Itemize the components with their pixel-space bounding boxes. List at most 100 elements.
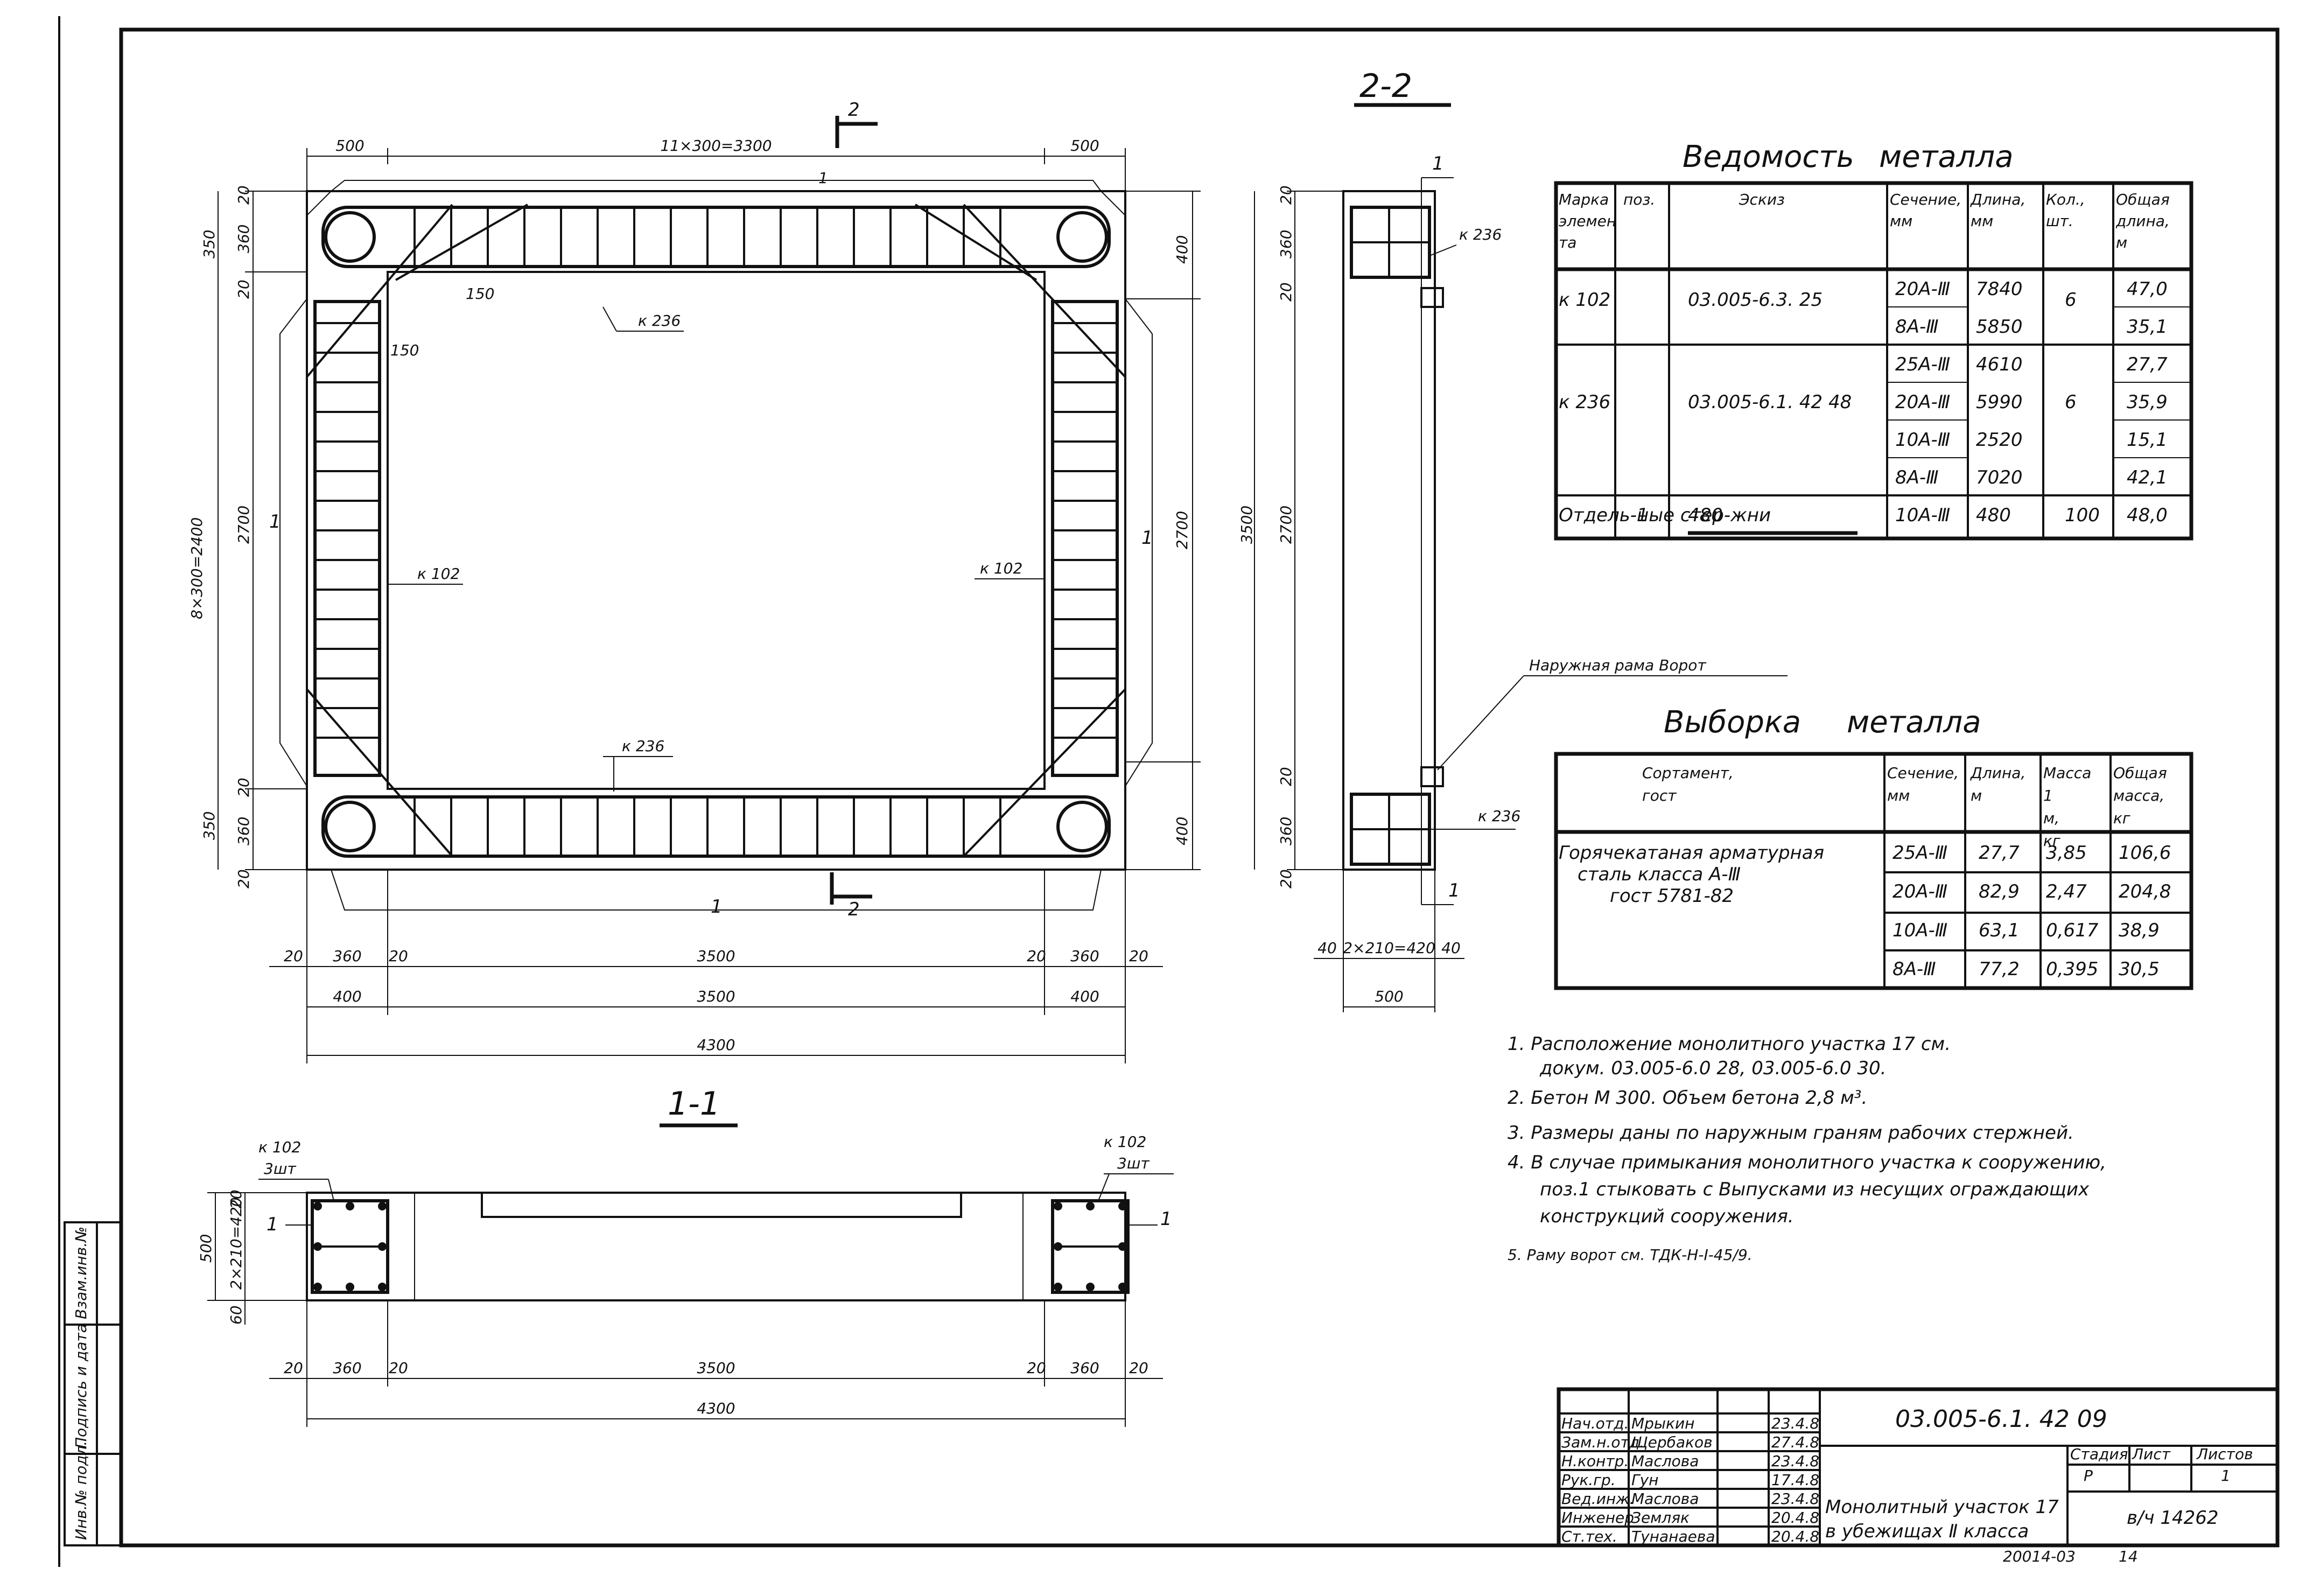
plan-dim-right-2: 400 bbox=[1173, 817, 1191, 845]
vyborka-header-4: кг bbox=[2113, 809, 2130, 827]
vedomost-header-3: Сечение, bbox=[1890, 191, 1961, 208]
vyborka-cell-1-1: 82,9 bbox=[1979, 881, 2020, 902]
plan-dim-bot-5: 360 bbox=[1070, 947, 1099, 965]
plan-dim-left-8: 350 bbox=[200, 230, 218, 258]
side-view: 20 360 20 2700 20 360 20 3500 к 236 к 23… bbox=[1238, 153, 1788, 1012]
vedomost-cell-3-2: 03.005-6.1. 42 48 bbox=[1688, 391, 1852, 413]
side-dim-7: 3500 bbox=[1238, 506, 1256, 544]
side-dim-0: 20 bbox=[1277, 185, 1295, 205]
tb-role-6: Ст.тех. bbox=[1561, 1528, 1617, 1545]
side-stamp-sign: Подпись и дата bbox=[72, 1324, 90, 1448]
note-5: поз.1 стыковать с Выпусками из несущих о… bbox=[1540, 1179, 2090, 1200]
side-dim-500: 500 bbox=[1375, 988, 1403, 1005]
tb-date-2: 23.4.8 bbox=[1771, 1452, 1819, 1470]
plan-k236-bottom: к 236 bbox=[622, 737, 664, 755]
plan-dims-bottom: 20 360 20 3500 20 360 20 400 3500 400 43… bbox=[269, 870, 1163, 1063]
plan-pos-left: 1 bbox=[269, 511, 281, 533]
vedomost-header-6: длина, bbox=[2115, 212, 2170, 230]
vedomost-header-5: Кол., bbox=[2046, 191, 2085, 208]
section-22-title: 2-2 bbox=[1359, 67, 1412, 105]
vedomost-cell-1-4: 5850 bbox=[1976, 316, 2023, 338]
section-11-title: 1-1 bbox=[668, 1085, 720, 1123]
plan-dim-left-9: 350 bbox=[200, 811, 218, 840]
vedomost-cell-6-1: 1 bbox=[1637, 505, 1649, 526]
vyborka-cell-1-0: 20А-Ⅲ bbox=[1893, 881, 1947, 902]
plan-dim-bot-3: 3500 bbox=[697, 947, 735, 965]
plan-dims-left: 20 360 20 8×300=2400 2700 20 360 20 350 … bbox=[188, 185, 307, 888]
tb-name-2: Маслова bbox=[1631, 1452, 1699, 1470]
plan-dim-top-1: 11×300=3300 bbox=[660, 137, 772, 155]
side-dim-6: 20 bbox=[1277, 869, 1295, 888]
plan-dim-bot2-2: 400 bbox=[1070, 988, 1099, 1005]
vedomost-cell-6-2: 480 bbox=[1688, 505, 1723, 526]
section-11-view: к 102 3шт к 102 3шт 1 1 20 2×210=420 60 … bbox=[197, 1133, 1174, 1427]
note-3: 3. Размеры даны по наружным граням рабоч… bbox=[1508, 1122, 2074, 1144]
plan-dim-bot2-0: 400 bbox=[333, 988, 361, 1005]
vedomost-cell-6-4: 480 bbox=[1976, 505, 2011, 526]
side-stamp: Инв.№ подл. Подпись и дата Взам.инв.№ bbox=[64, 1221, 122, 1546]
vyborka-header-3: м, bbox=[2043, 809, 2059, 827]
tb-role-1: Зам.н.отд. bbox=[1561, 1433, 1644, 1451]
vedomost-cell-4-4: 2520 bbox=[1976, 429, 2023, 451]
sec-k102-left-qty: 3шт bbox=[264, 1160, 296, 1178]
sec-pos-right: 1 bbox=[1160, 1208, 1172, 1230]
sec-bdim-3: 3500 bbox=[697, 1359, 735, 1377]
plan-dim-bot-6: 20 bbox=[1129, 947, 1148, 965]
tb-sheets-label: Листов bbox=[2196, 1445, 2253, 1463]
sheet-border bbox=[119, 27, 2280, 1548]
vedomost-cell-1-6: 35,1 bbox=[2127, 316, 2168, 338]
side-bdim-1: 2×210=420 bbox=[1343, 939, 1435, 957]
vyborka-header-4: Общая bbox=[2113, 764, 2167, 782]
vedomost-cell-2-6: 27,7 bbox=[2127, 354, 2168, 375]
vyborka-cell-3-2: 0,395 bbox=[2046, 958, 2098, 980]
vyborka-cell-1-3: 204,8 bbox=[2119, 881, 2171, 902]
side-pos-bottom: 1 bbox=[1448, 880, 1460, 901]
tb-name-3: Гун bbox=[1631, 1471, 1658, 1489]
plan-view bbox=[279, 180, 1153, 911]
note-6: конструкций сооружения. bbox=[1540, 1206, 1794, 1227]
vedomost-header-0: та bbox=[1559, 234, 1576, 251]
outer-frame-label: Наружная рама Ворот bbox=[1529, 656, 1706, 674]
vedomost-cell-0-3: 20А-Ⅲ bbox=[1895, 278, 1950, 300]
vedomost-cell-4-6: 15,1 bbox=[2127, 429, 2168, 451]
vedomost-title-a: Ведомость bbox=[1683, 139, 1854, 174]
vedomost-cell-6-3: 10А-Ⅲ bbox=[1895, 505, 1950, 526]
notes: 1. Расположение монолитного участка 17 с… bbox=[1508, 1033, 2106, 1264]
plan-dims-top: 500 11×300=3300 500 1 2 bbox=[306, 99, 1126, 191]
side-stamp-vzam: Взам.инв.№ bbox=[72, 1227, 90, 1319]
vedomost-cell-2-3: 25А-Ⅲ bbox=[1895, 354, 1950, 375]
vyborka-desc-1: сталь класса А-Ⅲ bbox=[1578, 864, 1741, 885]
vedomost-header-6: м bbox=[2116, 234, 2127, 251]
vedomost-table: Ведомость металла Маркаэлементапоз.Эскиз… bbox=[1554, 139, 2193, 541]
note-4: 4. В случае примыкания монолитного участ… bbox=[1508, 1152, 2106, 1173]
note-7: 5. Раму ворот см. ТДК-Н-Ⅰ-45/9. bbox=[1508, 1246, 1753, 1264]
vyborka-cell-2-2: 0,617 bbox=[2046, 920, 2099, 941]
vedomost-header-6: Общая bbox=[2116, 191, 2170, 208]
plan-pos-bottom: 1 bbox=[711, 896, 723, 918]
side-dim-1: 360 bbox=[1277, 230, 1295, 258]
tb-num-b: 14 bbox=[2119, 1548, 2138, 1565]
plan-dims-right: 400 2700 400 1 bbox=[1125, 191, 1201, 870]
vyborka-table: Выборка металла Сортамент,гостСечение,мм… bbox=[1554, 705, 2193, 990]
tb-stage-value: Р bbox=[2084, 1467, 2093, 1485]
side-bdim-2: 40 bbox=[1441, 939, 1461, 957]
tb-role-4: Вед.инж. bbox=[1561, 1490, 1634, 1508]
plan-dim-top-2: 500 bbox=[1070, 137, 1099, 155]
plan-dim-left-2: 20 bbox=[235, 279, 253, 299]
vyborka-cell-2-0: 10А-Ⅲ bbox=[1893, 920, 1947, 941]
vyborka-cell-3-0: 8А-Ⅲ bbox=[1893, 958, 1936, 980]
cut2-top-label: 2 bbox=[848, 99, 860, 121]
vedomost-cell-3-5: 6 bbox=[2065, 391, 2077, 413]
tb-name-1: Щербаков bbox=[1631, 1433, 1713, 1451]
vedomost-cell-5-4: 7020 bbox=[1976, 467, 2023, 488]
vedomost-cell-3-0: к 236 bbox=[1559, 391, 1610, 413]
tb-date-6: 20.4.8 bbox=[1771, 1528, 1819, 1545]
sec-bdim-2: 20 bbox=[389, 1359, 408, 1377]
vyborka-header-2: Длина, bbox=[1969, 764, 2025, 782]
side-dim-2: 20 bbox=[1277, 282, 1295, 302]
tb-role-5: Инженер bbox=[1561, 1509, 1634, 1527]
vedomost-header-0: Марка bbox=[1559, 191, 1609, 208]
plan-left-rebar bbox=[313, 300, 381, 777]
plan-dim-150a: 150 bbox=[466, 285, 494, 303]
